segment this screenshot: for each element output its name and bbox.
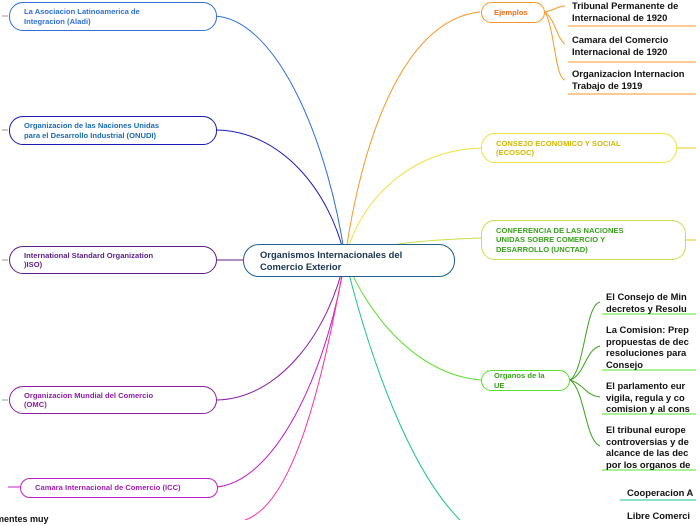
leaf-ejemplo-2-line2: Internacional de 1920	[572, 45, 668, 57]
leaf-bottom-left-text: mentes muy	[0, 514, 49, 524]
node-aladi-line2: Integracion (Aladi)	[24, 16, 91, 26]
leaf-ue-comision-line3: resoluciones para	[606, 347, 687, 358]
node-ecosoc-line1: CONSEJO ECONOMICO Y SOCIAL	[496, 138, 621, 148]
leaf-libre-comercio-label: Libre Comerci	[627, 510, 691, 521]
leaf-ue-comision-line4: Consejo	[606, 358, 643, 370]
leaf-ue-parlamento-line1: El parlamento eur	[606, 380, 686, 391]
leaf-ue-tribunal-line1: El tribunal europe	[606, 424, 686, 435]
leaf-ue-tribunal-line3: alcance de las dec	[606, 447, 689, 458]
leaf-ue-comision-line1: La Comision: Prep	[606, 324, 689, 335]
leaf-ejemplo-3-line1: Organizacion Internacion	[572, 68, 685, 79]
node-onudi-line2: para el Desarrollo Industrial (ONUDI)	[24, 130, 157, 140]
node-iso-line1: International Standard Organization	[24, 250, 154, 260]
node-onudi[interactable]: Organizacion de las Naciones Unidas para…	[9, 116, 217, 145]
node-omc-line1: Organizacion Mundial del Comercio	[24, 390, 154, 400]
node-ejemplos-label: Ejemplos	[494, 7, 528, 17]
node-unctad-line2: UNIDAS SOBRE COMERCIO Y	[496, 235, 606, 245]
leaf-ejemplo-3-line2: Trabajo de 1919	[572, 79, 643, 91]
node-organos-ue-label: Organos de la UE	[494, 371, 545, 390]
node-unctad-line1: CONFERENCIA DE LAS NACIONES	[496, 225, 624, 235]
leaf-cooperacion[interactable]: Cooperacion A	[627, 487, 693, 499]
node-ecosoc[interactable]: CONSEJO ECONOMICO Y SOCIAL (ECOSOC)	[481, 133, 677, 163]
leaf-ejemplo-2-line1: Camara del Comercio	[572, 34, 669, 45]
node-omc-line2: (OMC)	[24, 400, 47, 409]
leaf-libre-comercio[interactable]: Libre Comerci	[627, 510, 690, 522]
leaf-ue-comision-line2: propuestas de dec	[606, 335, 689, 347]
leaf-ue-parlamento-line3: comision y al cons	[606, 403, 690, 414]
node-omc[interactable]: Organizacion Mundial del Comercio (OMC)	[9, 386, 217, 414]
node-unctad[interactable]: CONFERENCIA DE LAS NACIONES UNIDAS SOBRE…	[481, 220, 686, 260]
leaf-ue-parlamento[interactable]: El parlamento eur vigila, regula y co co…	[606, 380, 690, 415]
node-icc[interactable]: Camara Internacional de Comercio (ICC)	[20, 478, 218, 498]
leaf-ejemplo-2[interactable]: Camara del Comercio Internacional de 192…	[572, 34, 668, 57]
leaf-ue-tribunal-line2: controversias y de	[606, 435, 689, 447]
leaf-ue-consejo-line1: El Consejo de Min	[606, 291, 687, 302]
leaf-ue-consejo[interactable]: El Consejo de Min decretos y Resolu	[606, 291, 687, 314]
leaf-ejemplo-1[interactable]: Tribunal Permanente de Internacional de …	[572, 0, 678, 23]
node-iso[interactable]: International Standard Organization )ISO…	[9, 246, 217, 274]
leaf-ejemplo-1-line2: Internacional de 1920	[572, 11, 668, 23]
node-ecosoc-line2: (ECOSOC)	[496, 148, 534, 157]
leaf-cooperacion-label: Cooperacion A	[627, 487, 694, 498]
node-ejemplos[interactable]: Ejemplos	[481, 2, 545, 23]
central-topic[interactable]: Organismos Internacionales del Comercio …	[243, 244, 455, 277]
leaf-ue-tribunal[interactable]: El tribunal europe controversias y de al…	[606, 424, 690, 470]
leaf-ue-consejo-line2: decretos y Resolu	[606, 302, 687, 314]
node-aladi-line1: La Asociacion Latinoamerica de	[24, 7, 140, 16]
central-topic-line2: Comercio Exterior	[260, 260, 342, 272]
node-unctad-line3: DESARROLLO (UNCTAD)	[496, 244, 588, 254]
leaf-ue-parlamento-line2: vigila, regula y co	[606, 391, 685, 403]
leaf-ue-comision[interactable]: La Comision: Prep propuestas de dec reso…	[606, 324, 689, 370]
node-aladi[interactable]: La Asociacion Latinoamerica de Integraci…	[9, 2, 217, 31]
leaf-ue-tribunal-line4: por los organos de	[606, 458, 691, 470]
node-icc-line1: Camara Internacional de Comercio (ICC)	[35, 483, 181, 493]
node-iso-line2: )ISO)	[24, 260, 43, 269]
node-organos-ue[interactable]: Organos de la UE	[481, 370, 570, 391]
central-topic-line1: Organismos Internacionales del	[260, 249, 403, 260]
leaf-ejemplo-1-line1: Tribunal Permanente de	[572, 0, 679, 11]
leaf-ejemplo-3[interactable]: Organizacion Internacion Trabajo de 1919	[572, 68, 685, 91]
node-onudi-line1: Organizacion de las Naciones Unidas	[24, 121, 160, 130]
leaf-bottom-left: mentes muy	[0, 514, 49, 526]
